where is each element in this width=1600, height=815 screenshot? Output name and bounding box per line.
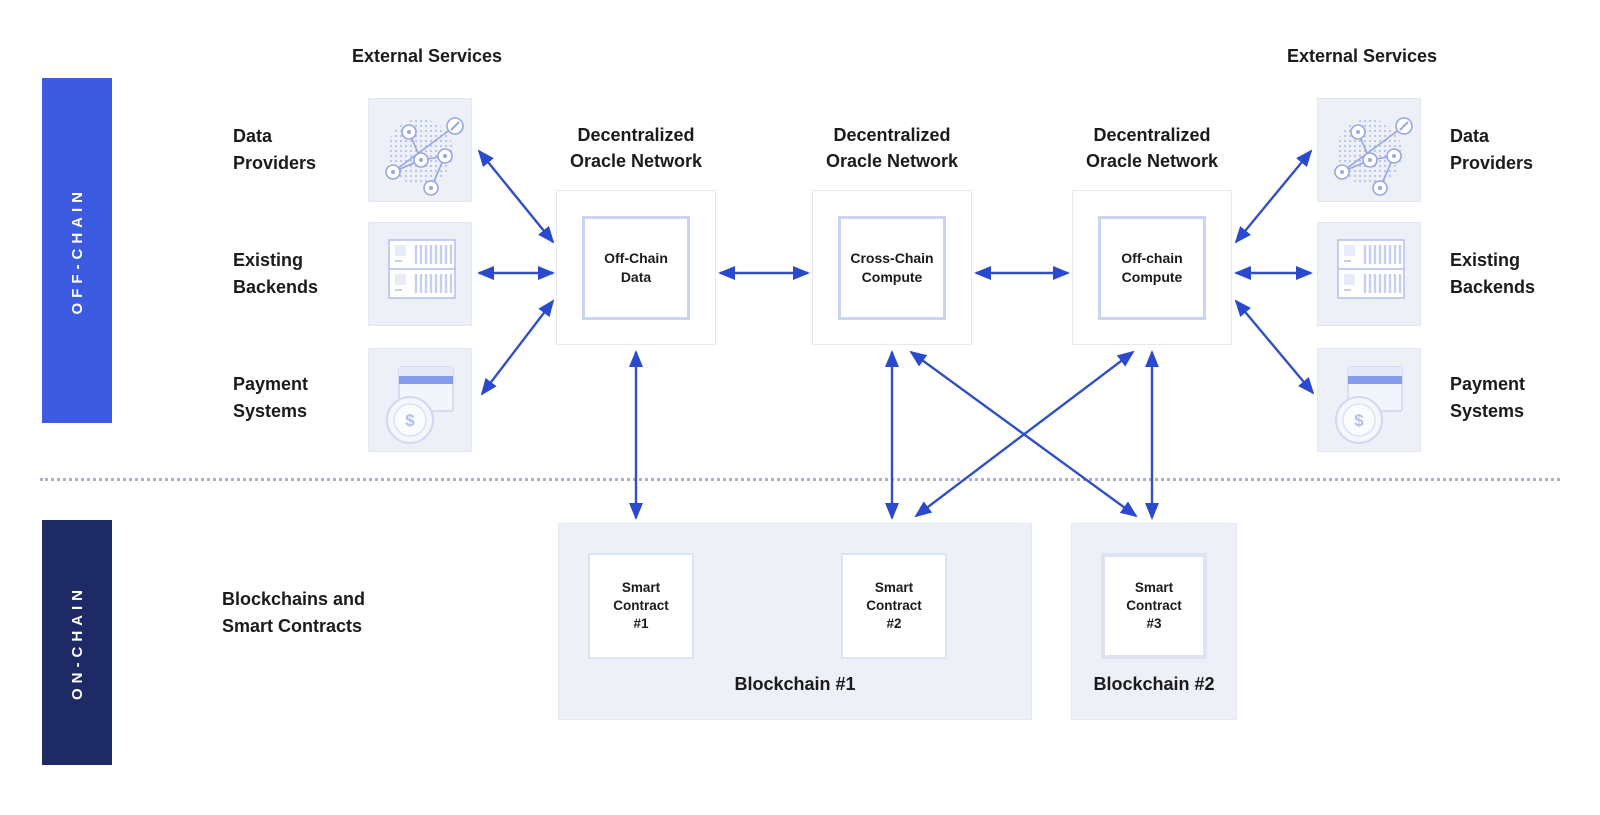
data-providers-card-left bbox=[368, 98, 472, 202]
arrow-don2-blockchain2 bbox=[909, 350, 1138, 518]
arrow-don3-smartcontract2 bbox=[914, 350, 1135, 518]
don3-title: Decentralized Oracle Network bbox=[1085, 125, 1219, 171]
blockchains-smart-contracts-label: Blockchains and Smart Contracts bbox=[222, 589, 366, 636]
onchain-band-label: ON-CHAIN bbox=[68, 585, 86, 700]
payment-card-icon: $ bbox=[386, 366, 454, 444]
payment-systems-card-right: $ bbox=[1317, 348, 1421, 452]
label-existing-backends-right: Existing Backends bbox=[1450, 250, 1536, 297]
smart-contract2-box: Smart Contract #2 bbox=[841, 553, 947, 659]
data-providers-card-right bbox=[1317, 98, 1421, 202]
label-existing-backends-left: Existing Backends bbox=[233, 250, 319, 297]
existing-backends-card-right bbox=[1317, 222, 1421, 326]
external-services-heading-left: External Services bbox=[351, 46, 503, 66]
network-globe-icon bbox=[385, 117, 464, 196]
dollar-glyph: $ bbox=[1354, 411, 1364, 430]
don3-function-box: Off-chain Compute bbox=[1098, 215, 1206, 320]
don1-box: Off-Chain Data bbox=[556, 190, 716, 345]
label-payment-systems-left: Payment Systems bbox=[233, 374, 309, 421]
arrow-don3-payments-right bbox=[1234, 299, 1315, 395]
offchain-band: OFF-CHAIN bbox=[42, 78, 112, 423]
don1-title: Decentralized Oracle Network bbox=[569, 125, 703, 171]
dollar-glyph: $ bbox=[405, 411, 415, 430]
offchain-band-label: OFF-CHAIN bbox=[68, 186, 86, 315]
payment-card-icon: $ bbox=[1335, 366, 1403, 444]
don1-function-box: Off-Chain Data bbox=[582, 215, 690, 320]
existing-backends-card-left bbox=[368, 222, 472, 326]
onchain-band: ON-CHAIN bbox=[42, 520, 112, 765]
label-payment-systems-right: Payment Systems bbox=[1450, 374, 1526, 421]
don2-function-box: Cross-Chain Compute bbox=[838, 215, 946, 320]
don3-box: Off-chain Compute bbox=[1072, 190, 1232, 345]
payment-systems-card-left: $ bbox=[368, 348, 472, 452]
smart-contract1-box: Smart Contract #1 bbox=[588, 553, 694, 659]
label-data-providers-right: Data Providers bbox=[1450, 126, 1534, 173]
external-services-heading-right: External Services bbox=[1286, 46, 1438, 66]
chain-divider-dotted-line bbox=[40, 478, 1560, 481]
smart-contract3-box: Smart Contract #3 bbox=[1101, 553, 1207, 659]
server-rack-icon bbox=[388, 239, 456, 299]
arrow-payments-left-don1 bbox=[480, 299, 555, 396]
don2-box: Cross-Chain Compute bbox=[812, 190, 972, 345]
blockchain2-box: Smart Contract #3 Blockchain #2 bbox=[1071, 523, 1237, 720]
label-data-providers-left: Data Providers bbox=[233, 126, 317, 173]
server-rack-icon bbox=[1337, 239, 1405, 299]
don2-title: Decentralized Oracle Network bbox=[825, 125, 959, 171]
blockchain1-box: Smart Contract #1 Smart Contract #2 Bloc… bbox=[558, 523, 1032, 720]
network-globe-icon bbox=[1334, 117, 1413, 196]
blockchain1-label: Blockchain #1 bbox=[734, 674, 856, 694]
blockchain2-label: Blockchain #2 bbox=[1093, 674, 1215, 694]
